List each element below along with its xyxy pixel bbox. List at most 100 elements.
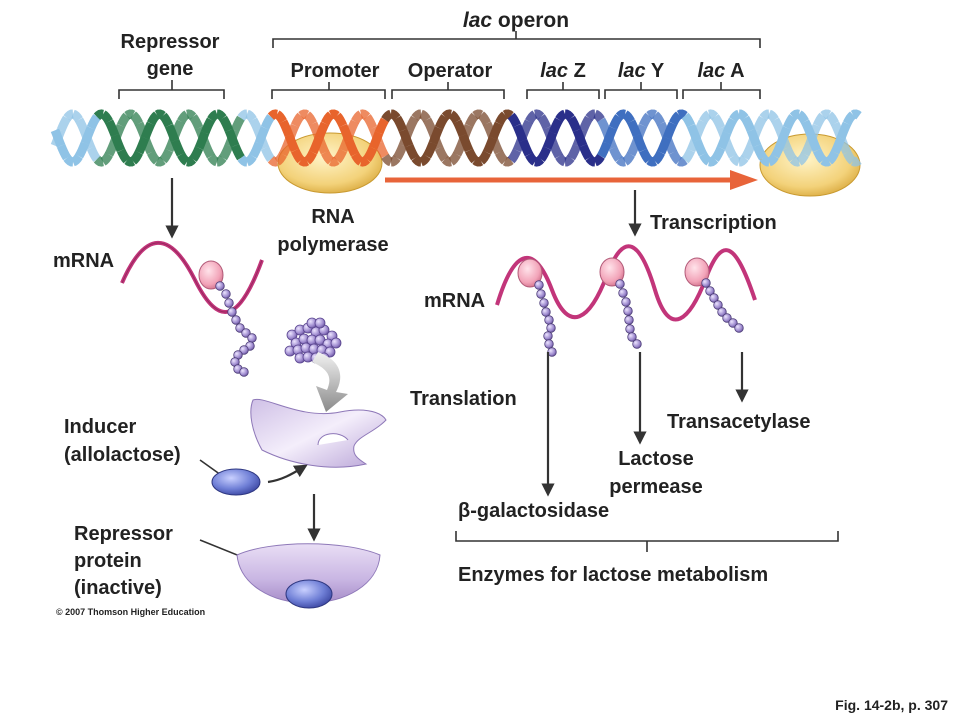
promoter-label: Promoter (291, 60, 380, 82)
dna-strand-segment (216, 109, 227, 121)
dna-strand-segment (578, 143, 593, 161)
operator-label: Operator (408, 60, 493, 82)
repressor-protein-inactive (236, 543, 381, 604)
dna-strand-segment (593, 109, 605, 123)
amino-acid-bead (713, 300, 723, 310)
dna-strand-segment (646, 109, 658, 120)
dna-strand-segment (200, 141, 215, 159)
dna-strand-segment (548, 117, 563, 135)
dna-strand-segment (170, 138, 186, 157)
dna-strand-segment (80, 126, 96, 145)
amino-acid-bead (627, 332, 637, 342)
dna-strand-segment (284, 133, 300, 153)
dna-strand-segment (525, 110, 538, 124)
dna-strand-segment (237, 109, 248, 121)
dna-strand-segment (534, 156, 545, 167)
lactose-permease-label-1: Lactose (618, 448, 694, 470)
dna-strand-segment (507, 112, 522, 128)
amino-acid-bead (215, 281, 225, 291)
dna-strand-segment (729, 153, 741, 167)
dna-strand-segment (249, 117, 264, 135)
dna-strand-segment (472, 109, 484, 120)
dna-strand-segment (186, 109, 197, 120)
amino-acid-bead (722, 313, 732, 323)
dna-strand-segment (711, 146, 726, 162)
dna-strand-segment (441, 109, 452, 120)
amino-acid-bead (534, 280, 544, 290)
dna-strand-segment (789, 109, 800, 120)
dna-strand-segment (767, 153, 779, 167)
dna-strand-segment (850, 109, 862, 120)
amino-acid-bead (625, 324, 635, 334)
dna-strand-segment (812, 148, 827, 164)
dna-strand-segment (567, 115, 582, 133)
dna-strand-segment (374, 141, 389, 159)
enzymes-label: Enzymes for lactose metabolism (458, 564, 768, 586)
dna-strand-segment (86, 114, 101, 130)
dna-strand-segment (806, 133, 822, 153)
dna-strand-segment (448, 152, 461, 166)
dna-strand-segment (75, 117, 90, 135)
dna-strand-segment (652, 111, 665, 126)
amino-acid-bead (239, 345, 249, 355)
dna-strand-segment (411, 155, 422, 167)
amino-acid-bead (623, 306, 633, 316)
beta-galactosidase-label: β-galactosidase (458, 500, 609, 522)
amino-acid-bead (546, 323, 556, 333)
dna-strand-segment (104, 119, 120, 138)
dna-strand-segment (434, 114, 449, 130)
dna-strand-segment (676, 109, 688, 120)
dna-strand-segment (441, 156, 452, 167)
dna-strand-segment (662, 121, 678, 140)
dna-strand-segment (419, 153, 431, 167)
dna-strand-segment (360, 156, 371, 167)
dna-strand-segment (771, 141, 786, 159)
dna-strand-segment (800, 119, 816, 138)
dna-strand-segment (850, 156, 862, 167)
dna-double-helix (50, 109, 862, 167)
dna-strand-segment (578, 115, 593, 133)
dna-strand-segment (274, 110, 287, 124)
enzymes-bracket (455, 531, 839, 552)
mrna-left-strand-edge (121, 242, 263, 313)
dna-strand-segment (782, 146, 797, 162)
dna-strand-segment (344, 138, 360, 157)
dna-strand-segment (458, 133, 474, 153)
dna-strand-segment (260, 114, 275, 130)
dna-strand-segment (708, 156, 719, 167)
laca-label: lac A (697, 60, 744, 82)
dna-strand-segment (298, 109, 310, 120)
dna-strand-segment (189, 146, 204, 162)
lac-operon-label: lac operon (463, 9, 569, 32)
repressor-protein-label-1: Repressor (74, 523, 173, 545)
dna-strand-segment (448, 110, 461, 124)
dna-strand-segment (759, 109, 770, 121)
amino-acid-bead (231, 315, 241, 325)
dna-strand-segment (567, 143, 582, 161)
inducer-label-2: (allolactose) (64, 444, 181, 466)
dna-strand-segment (502, 109, 514, 120)
dna-strand-segment (75, 141, 90, 159)
dna-strand-segment (207, 109, 219, 123)
dna-strand-segment (423, 117, 438, 135)
repressor-protein-active (250, 398, 387, 468)
ribosome (684, 257, 710, 287)
dna-strand-segment (597, 117, 612, 135)
figure-reference: Fig. 14-2b, p. 307 (835, 697, 948, 713)
dna-strand-segment (267, 109, 278, 120)
lactose-permease-label-2: permease (609, 476, 702, 498)
dna-strand-segment (393, 143, 408, 161)
repressor-gene-label-1: Repressor (121, 31, 220, 53)
dna-strand-segment (626, 119, 642, 138)
dna-strand-segment (752, 115, 767, 133)
dna-strand-segment (86, 146, 101, 162)
amino-acid-bead (544, 339, 554, 349)
dna-strand-segment (147, 150, 160, 165)
dna-strand-segment (434, 146, 449, 162)
amino-acid-bead (717, 307, 727, 317)
dna-strand-segment (525, 152, 538, 166)
dna-strand-segment (404, 143, 419, 161)
dna-strand-segment (116, 148, 131, 164)
dna-strand-segment (333, 148, 348, 164)
dna-strand-segment (669, 111, 682, 126)
